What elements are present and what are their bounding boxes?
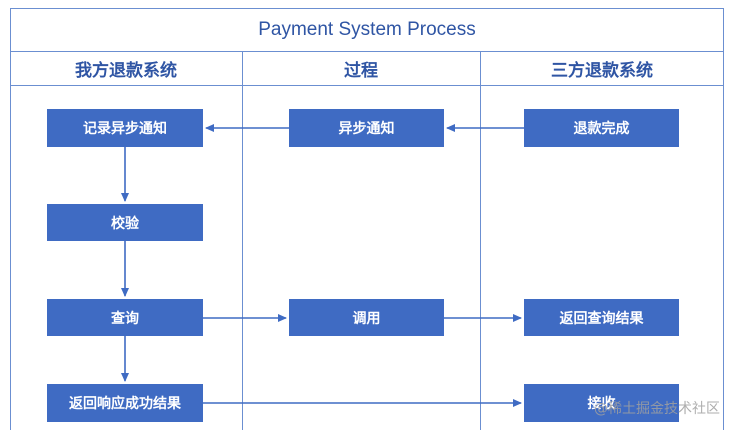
diagram-title: Payment System Process: [10, 8, 724, 52]
node-return-query-result[interactable]: 返回查询结果: [524, 299, 679, 336]
lane-divider-1: [242, 52, 243, 430]
node-verify[interactable]: 校验: [47, 204, 203, 241]
node-refund-done[interactable]: 退款完成: [524, 109, 679, 147]
lane-divider-2: [480, 52, 481, 430]
node-receive[interactable]: 接收: [524, 384, 679, 422]
watermark: @稀土掘金技术社区: [594, 401, 720, 417]
node-async-notify[interactable]: 异步通知: [289, 109, 444, 147]
lane-header-process: 过程: [242, 52, 480, 86]
lane-header-third-party-refund-system: 三方退款系统: [480, 52, 724, 86]
node-return-success-result[interactable]: 返回响应成功结果: [47, 384, 203, 422]
node-query[interactable]: 查询: [47, 299, 203, 336]
swimlane-frame: [10, 8, 724, 430]
node-record-async-notify[interactable]: 记录异步通知: [47, 109, 203, 147]
node-call[interactable]: 调用: [289, 299, 444, 336]
lane-header-our-refund-system: 我方退款系统: [10, 52, 242, 86]
